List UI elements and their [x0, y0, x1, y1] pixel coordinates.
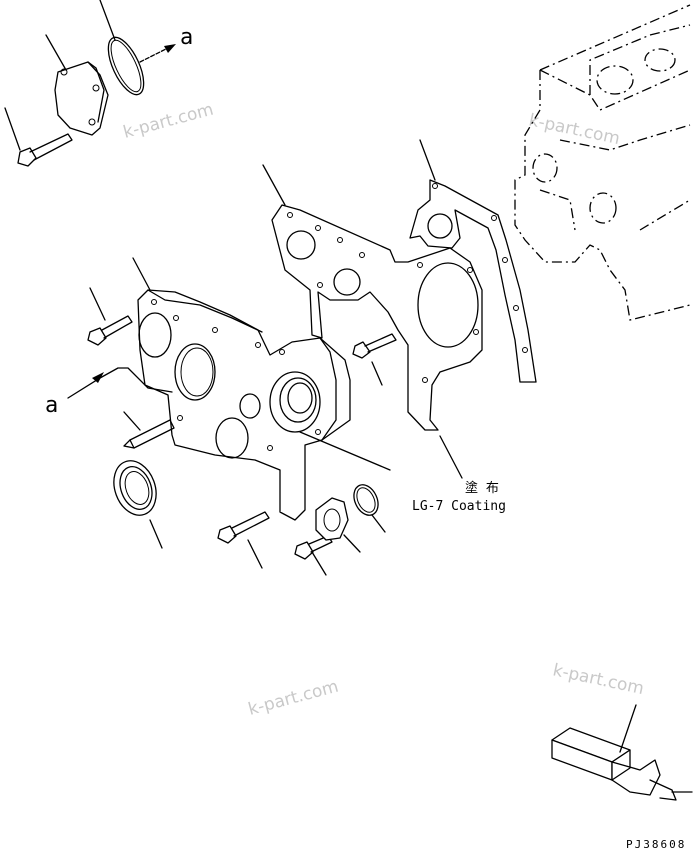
- oil-seal: [113, 460, 157, 516]
- bolt-icon: [17, 133, 73, 167]
- bolt-icon: [352, 333, 397, 359]
- small-o-ring: [353, 484, 379, 516]
- front-gasket: [271, 204, 483, 431]
- bolt-icon: [217, 511, 270, 544]
- engine-block: [514, 4, 691, 321]
- watermark-1: k-part.com: [121, 100, 216, 143]
- o-ring: [107, 36, 145, 96]
- coating-label-en: LG-7 Coating: [412, 499, 506, 514]
- front-cover-plate: [54, 61, 109, 136]
- drawing-code: PJ38608: [626, 838, 686, 851]
- arrow-icon: [67, 367, 173, 399]
- dowel-pin: [123, 419, 175, 449]
- watermark-4: k-part.com: [551, 660, 646, 699]
- installation-tool-icon: [551, 727, 693, 801]
- watermark-3: k-part.com: [246, 677, 341, 720]
- arrow-icon: [139, 44, 176, 63]
- rear-gasket: [409, 179, 537, 383]
- ref-a-left: a: [45, 393, 58, 418]
- ref-a-top: a: [180, 25, 193, 50]
- coating-label-jp: 塗 布: [465, 480, 499, 496]
- gear-case: [137, 289, 351, 521]
- flange-cover: [315, 497, 349, 541]
- bolt-icon: [87, 315, 133, 346]
